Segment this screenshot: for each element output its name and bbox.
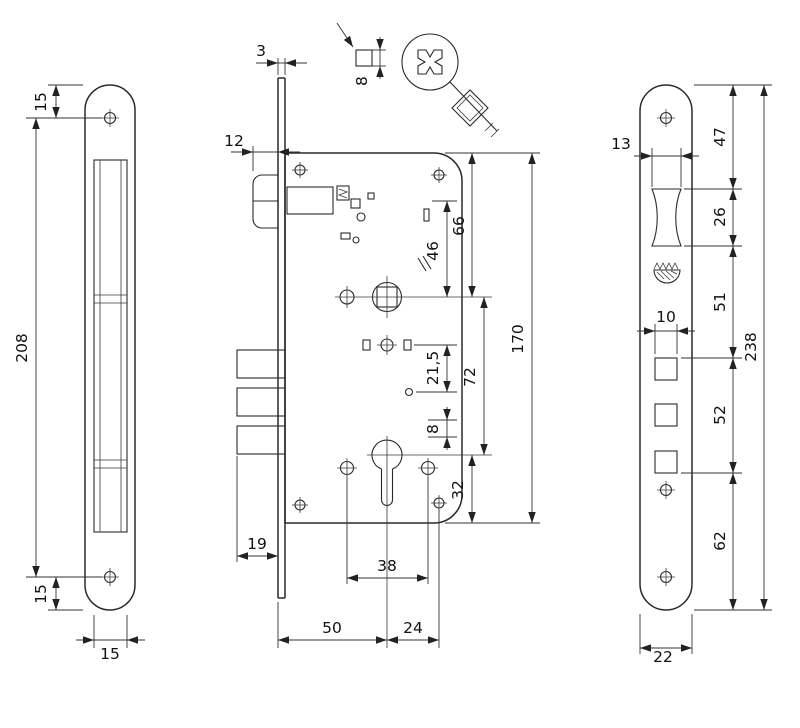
dim-plate-width: 22 <box>639 614 693 666</box>
dim-top-to-follower: 66 <box>450 153 476 297</box>
dim-top-screw-offset-label: 15 <box>32 92 50 112</box>
star-spindle-hole <box>417 49 443 75</box>
dim-hole-spacing-label: 8 <box>424 424 442 434</box>
dim-cylinder-to-bottom-label: 32 <box>449 480 467 500</box>
faceplate-strip <box>277 77 286 599</box>
screw-hole-middle <box>657 481 675 499</box>
dim-backset: 50 <box>277 602 387 648</box>
dim-bottom-screw-offset: 15 <box>32 577 83 611</box>
dim-follower-to-hole: 21,5 <box>424 345 451 392</box>
dim-latch-projection-label: 12 <box>224 132 244 150</box>
dim-deadbolt-opening-width-label: 10 <box>656 308 676 326</box>
dim-latch-opening-width: 13 <box>611 135 699 187</box>
dim-cylinder-screw-spacing-label: 38 <box>377 557 397 575</box>
dim-latch-opening-height-label: 26 <box>711 207 729 227</box>
latch-bolt <box>252 174 334 229</box>
dim-deadbolt-opening-width: 10 <box>637 308 695 354</box>
dim-case-height: 170 <box>509 153 536 523</box>
view-faceplate-front: 13 10 47 26 51 <box>611 84 772 666</box>
centerlines <box>335 296 492 648</box>
view-lock-body: 3 12 19 38 50 24 <box>224 42 540 648</box>
deadbolt-openings <box>654 357 678 474</box>
dim-deadbolt-throw: 19 <box>236 456 278 562</box>
latch-opening <box>651 188 682 247</box>
dim-top-to-latch-label: 47 <box>711 127 729 147</box>
center-hole <box>377 335 397 355</box>
dim-follower-to-cylinder: 72 <box>461 297 488 455</box>
screw-hole-case-top-left <box>292 162 308 178</box>
deadlatch-detail <box>653 262 681 284</box>
handle-rose <box>401 33 459 91</box>
dim-plate-height: 238 <box>742 85 768 610</box>
cylinder-fixing-hole-left <box>337 458 357 478</box>
dim-case-thickness-label: 15 <box>100 645 120 663</box>
dim-latch-opening-height: 26 <box>711 189 737 246</box>
dim-top-to-latch: 47 <box>711 85 737 189</box>
dim-latch-projection: 12 <box>224 132 300 171</box>
dim-latch-to-deadbolt-label: 51 <box>711 292 729 312</box>
dim-deadbolt-throw-label: 19 <box>247 535 267 553</box>
dim-hole-spacing: 8 <box>424 407 451 450</box>
dim-latch-opening-width-label: 13 <box>611 135 631 153</box>
dim-screw-spacing-label: 208 <box>13 333 31 363</box>
screw-hole-case-bottom-left <box>292 497 308 513</box>
dim-backset-label: 50 <box>322 619 342 637</box>
cylinder-fixing-hole-right <box>418 458 438 478</box>
screw-hole-top <box>101 109 119 127</box>
euro-cylinder-hole <box>371 439 403 506</box>
dim-screw-spacing: 208 <box>13 118 102 578</box>
dim-square-size-label: 8 <box>353 76 371 86</box>
dim-top-to-follower-label: 66 <box>450 216 468 236</box>
screw-hole-case-bottom-right <box>431 495 447 511</box>
screw-hole-bottom <box>657 568 675 586</box>
view-lock-edge: 15 208 15 15 <box>13 84 145 663</box>
dim-latch-to-follower: 46 <box>424 201 451 297</box>
dim-follower-to-hole-label: 21,5 <box>424 351 442 386</box>
case-outline <box>284 152 463 524</box>
dim-case-height-label: 170 <box>509 324 527 354</box>
dim-bottom-screw-offset-label: 15 <box>32 584 50 604</box>
dim-faceplate-thickness: 3 <box>256 42 307 75</box>
screw-hole-bottom <box>101 568 119 586</box>
dim-axis-to-screws-label: 24 <box>403 619 423 637</box>
dim-deadbolt-to-bottom: 62 <box>711 473 737 610</box>
dim-cylinder-to-bottom: 32 <box>449 455 476 523</box>
dim-deadbolt-section-height-label: 52 <box>711 405 729 425</box>
spring-icon <box>337 188 349 199</box>
dim-top-screw-offset: 15 <box>26 84 102 119</box>
dim-plate-width-label: 22 <box>653 648 673 666</box>
faceplate-outline <box>639 84 693 611</box>
dim-follower-to-cylinder-label: 72 <box>461 367 479 387</box>
dim-latch-to-follower-label: 46 <box>424 241 442 261</box>
small-hole <box>404 387 414 397</box>
dim-faceplate-thickness-label: 3 <box>256 42 266 60</box>
dim-latch-to-deadbolt: 51 <box>711 246 737 358</box>
dim-square-size: 8 <box>353 37 386 86</box>
screw-hole-top <box>657 109 675 127</box>
dim-plate-height-label: 238 <box>742 332 760 362</box>
spindle-square <box>355 49 373 67</box>
lock-case-silhouette <box>93 159 128 533</box>
edge-plate-outline <box>84 84 136 611</box>
spindle-shaft <box>449 81 500 138</box>
dim-axis-to-screws: 24 <box>387 510 440 648</box>
screw-hole-case-top-right <box>431 167 447 183</box>
view-spindle-detail: 8 <box>336 22 500 138</box>
mechanism-details <box>336 185 432 397</box>
dim-case-thickness: 15 <box>76 615 145 663</box>
dim-cylinder-screw-spacing: 38 <box>346 477 429 584</box>
leader-arrow <box>336 22 354 48</box>
dim-deadbolt-to-bottom-label: 62 <box>711 531 729 551</box>
deadbolt <box>236 349 286 455</box>
dim-deadbolt-section-height: 52 <box>711 358 737 473</box>
